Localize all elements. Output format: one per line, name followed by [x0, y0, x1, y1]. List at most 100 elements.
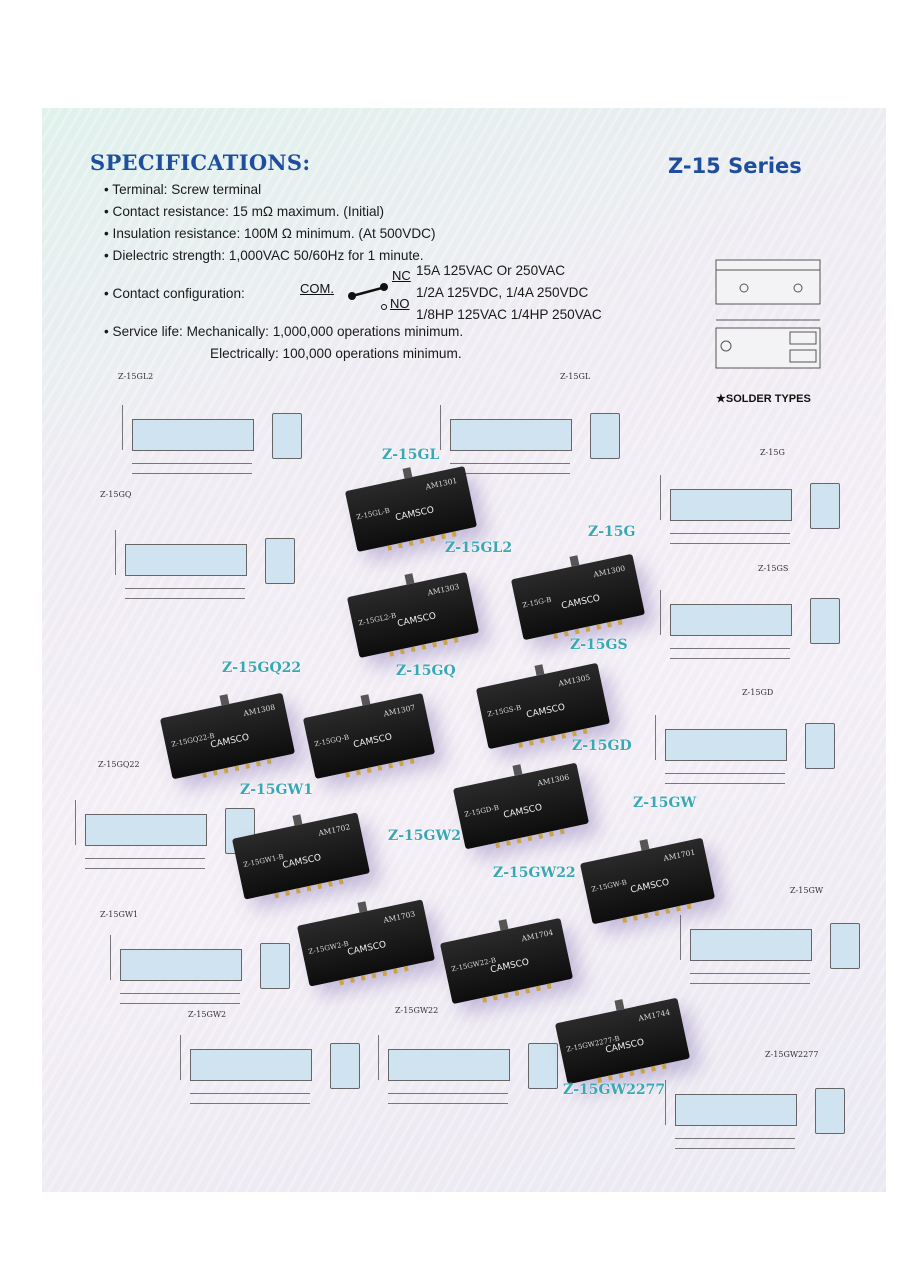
switch-model-code: Z-15GS-B — [486, 703, 522, 719]
drawing-label: Z-15GW2 — [188, 1010, 227, 1019]
dimension-line — [110, 935, 111, 980]
side-view — [190, 1049, 312, 1081]
side-view — [125, 544, 247, 576]
switch-model-code: Z-15GL-B — [355, 506, 391, 522]
dimension-line — [690, 973, 810, 974]
switch-model-code: Z-15GW-B — [590, 878, 628, 894]
drawing-label: Z-15GW22 — [395, 1006, 439, 1015]
switch-brand: CAMSCO — [396, 611, 438, 630]
dimension-line — [655, 715, 656, 760]
model-label: Z-15GW1 — [240, 782, 313, 798]
side-view — [85, 814, 207, 846]
switch-symbol-icon — [348, 283, 388, 310]
dimension-line — [190, 1103, 310, 1104]
switch-am-number: AM1306 — [536, 772, 570, 788]
switch-am-number: AM1703 — [382, 909, 416, 925]
side-view — [670, 604, 792, 636]
switch-model-code: Z-15GQ-B — [313, 733, 350, 749]
dimension-line — [190, 1093, 310, 1094]
end-view — [830, 923, 860, 969]
switch-brand: CAMSCO — [209, 732, 251, 751]
dimension-line — [115, 530, 116, 575]
solder-type-drawing — [715, 259, 821, 369]
model-label: Z-15GQ — [396, 663, 456, 679]
model-label: Z-15GW2 — [388, 828, 461, 844]
drawing-label: Z-15GW1 — [100, 910, 139, 919]
drawing-label: Z-15GQ — [100, 490, 132, 499]
switch-model-code: Z-15GW1-B — [242, 852, 285, 870]
switch-model-code: Z-15GW2-B — [307, 939, 350, 957]
switch-am-number: AM1744 — [637, 1007, 671, 1024]
dimension-line — [675, 1138, 795, 1139]
dimension-line — [85, 868, 205, 869]
end-view — [330, 1043, 360, 1089]
no-label: NO — [390, 296, 410, 311]
side-view — [670, 489, 792, 521]
dimension-line — [122, 405, 123, 450]
spec-contact-resistance: • Contact resistance: 15 mΩ maximum. (In… — [104, 204, 385, 219]
spec-service-life-mechanical: • Service life: Mechanically: 1,000,000 … — [104, 324, 464, 339]
dimension-line — [680, 915, 681, 960]
dimension-line — [660, 590, 661, 635]
dimension-line — [120, 1003, 240, 1004]
side-view — [388, 1049, 510, 1081]
dimension-line — [665, 1080, 666, 1125]
specifications-title: SPECIFICATIONS: — [90, 150, 311, 175]
switch-brand: CAMSCO — [629, 877, 671, 896]
end-view — [590, 413, 620, 459]
drawing-label: Z-15GW — [790, 886, 824, 895]
drawing-label: Z-15GL — [560, 372, 591, 381]
side-view — [132, 419, 254, 451]
dimension-line — [670, 533, 790, 534]
com-label: COM. — [300, 281, 334, 296]
dimension-line — [670, 658, 790, 659]
dimension-line — [180, 1035, 181, 1080]
drawing-label: Z-15GL2 — [118, 372, 154, 381]
dimension-line — [665, 783, 785, 784]
side-view — [665, 729, 787, 761]
dimension-line — [660, 475, 661, 520]
switch-am-number: AM1308 — [242, 702, 276, 719]
dimension-line — [125, 598, 245, 599]
dimension-line — [132, 473, 252, 474]
switch-brand: CAMSCO — [346, 939, 388, 958]
switch-am-number: AM1702 — [317, 822, 351, 838]
switch-am-number: AM1701 — [662, 847, 696, 864]
drawing-label: Z-15GS — [758, 564, 789, 573]
switch-model-code: Z-15G-B — [521, 595, 553, 610]
spec-service-life-electrical: Electrically: 100,000 operations minimum… — [210, 346, 462, 361]
dimension-line — [670, 543, 790, 544]
dimension-line — [120, 993, 240, 994]
dimension-line — [125, 588, 245, 589]
switch-am-number: AM1307 — [382, 702, 416, 719]
side-view — [690, 929, 812, 961]
switch-brand: CAMSCO — [281, 852, 323, 871]
rating-line-2: 1/2A 125VDC, 1/4A 250VDC — [416, 285, 589, 300]
dimension-line — [75, 800, 76, 845]
switch-model-code: Z-15GD-B — [463, 803, 500, 819]
model-label: Z-15GL — [382, 447, 440, 463]
switch-brand: CAMSCO — [394, 505, 436, 524]
model-label: Z-15GL2 — [445, 540, 513, 556]
spec-contact-configuration: • Contact configuration: — [104, 286, 245, 301]
drawing-label: Z-15GD — [742, 688, 774, 697]
side-view — [450, 419, 572, 451]
side-view — [120, 949, 242, 981]
model-label: Z-15G — [588, 524, 636, 540]
model-label: Z-15GQ22 — [222, 660, 302, 676]
end-view — [810, 483, 840, 529]
end-view — [810, 598, 840, 644]
dimension-line — [378, 1035, 379, 1080]
end-view — [260, 943, 290, 989]
dimension-line — [440, 405, 441, 450]
series-title: Z-15 Series — [668, 154, 802, 178]
end-view — [815, 1088, 845, 1134]
dimension-line — [450, 473, 570, 474]
switch-am-number: AM1301 — [424, 475, 458, 492]
end-view — [272, 413, 302, 459]
switch-am-number: AM1303 — [426, 581, 460, 598]
switch-brand: CAMSCO — [352, 732, 394, 751]
end-view — [528, 1043, 558, 1089]
rating-line-3: 1/8HP 125VAC 1/4HP 250VAC — [416, 307, 602, 322]
drawing-label: Z-15G — [760, 448, 785, 457]
